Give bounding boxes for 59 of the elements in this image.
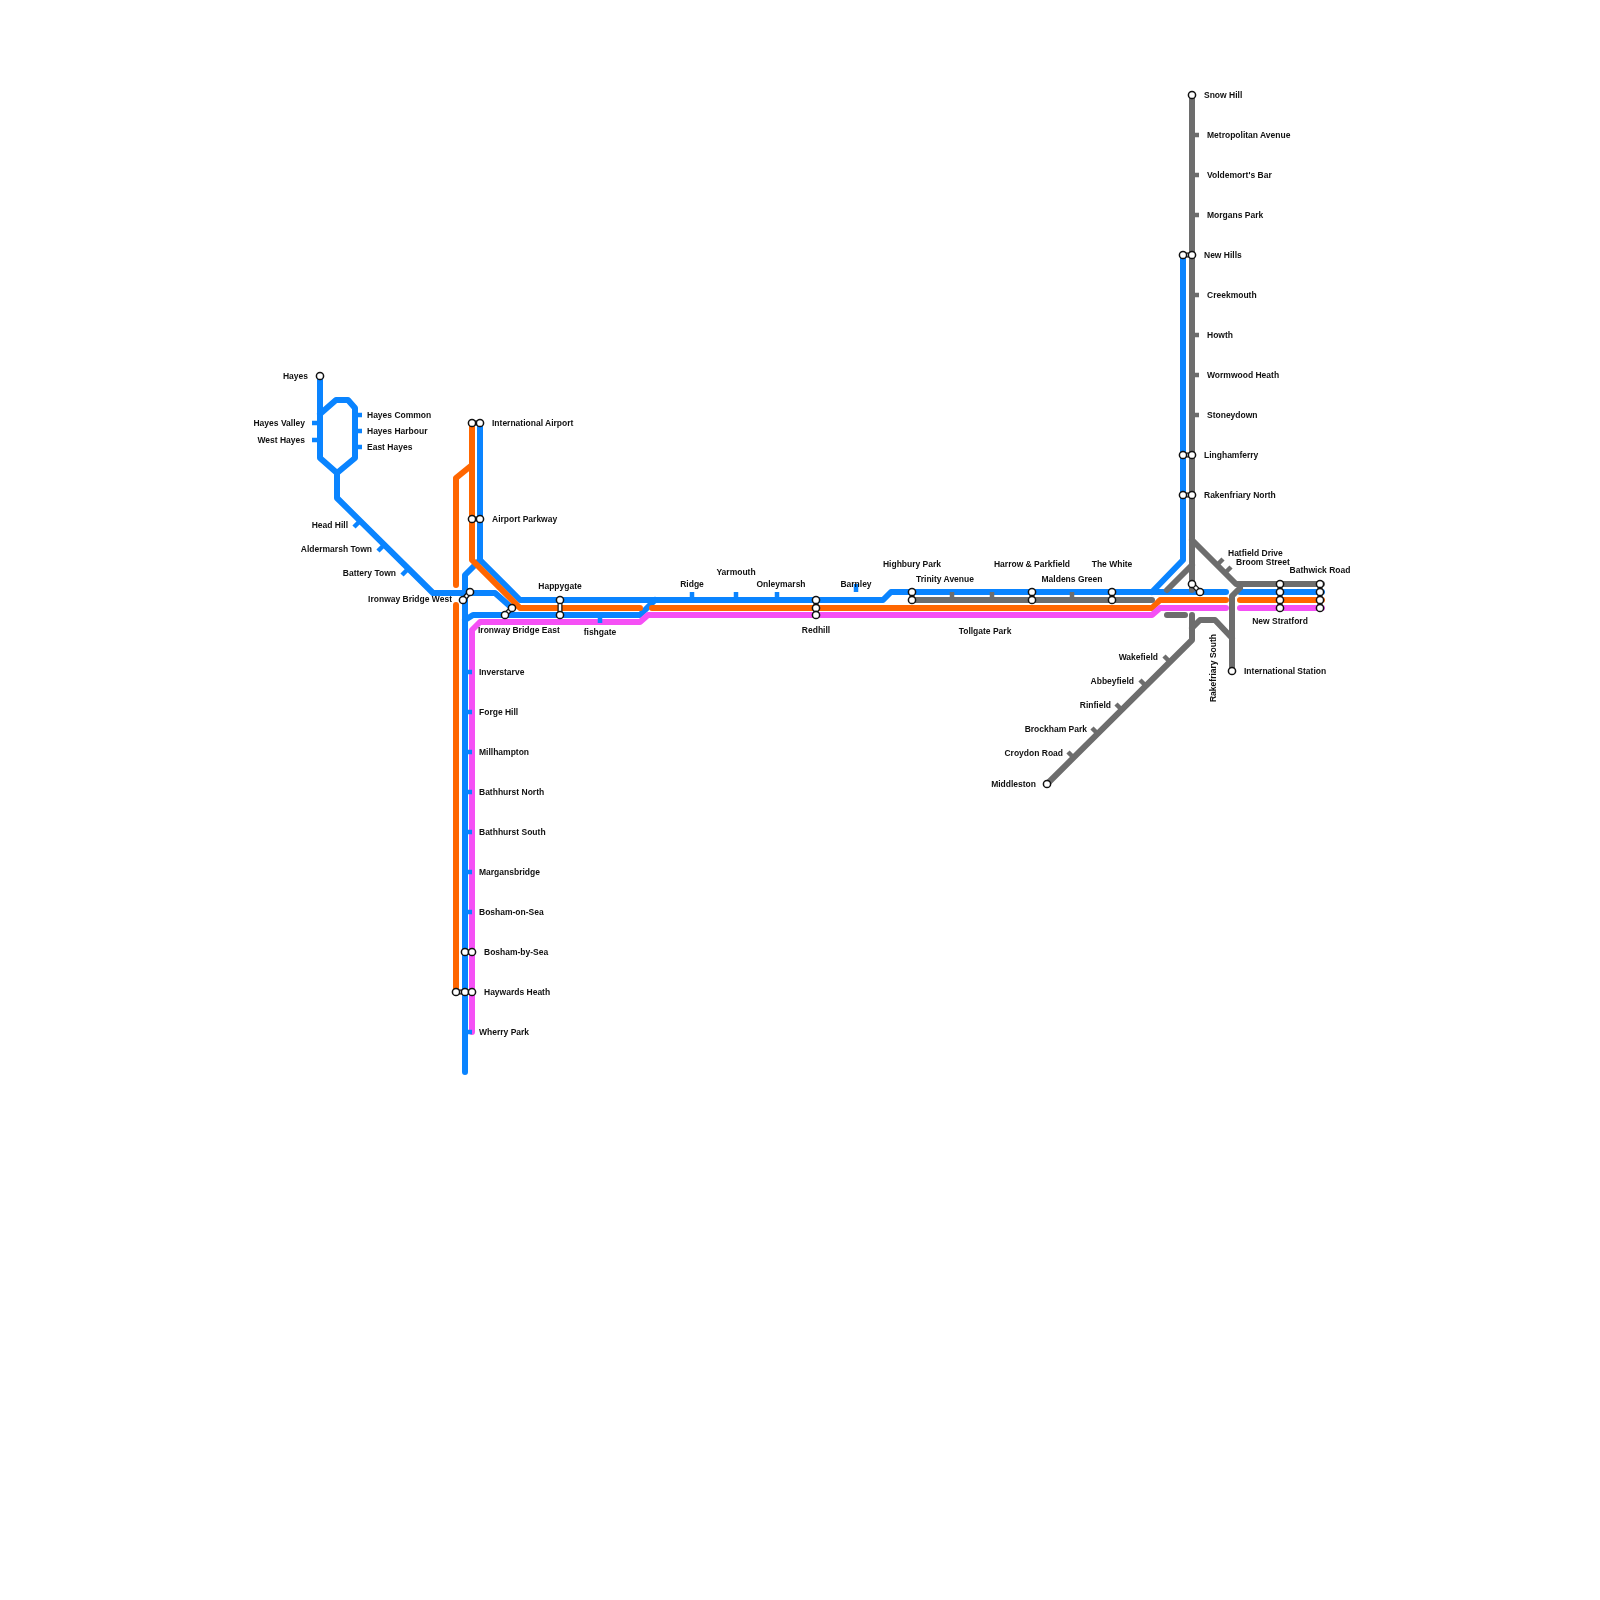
station-name: Snow Hill	[1204, 90, 1243, 100]
station-name: Bosham-by-Sea	[484, 947, 549, 957]
station-name: Tollgate Park	[958, 626, 1012, 636]
station-name: Onleymarsh	[756, 579, 806, 589]
station-name: Rakefriary South	[1208, 634, 1218, 702]
station-name: Ironway Bridge West	[368, 594, 452, 604]
station-name: Aldermarsh Town	[300, 544, 372, 554]
station-name: Stoneydown	[1207, 410, 1258, 420]
station-name: Rinfield	[1079, 700, 1111, 710]
station-name: Trinity Avenue	[916, 574, 974, 584]
station-name: East Hayes	[367, 442, 413, 452]
station-name: Battery Town	[342, 568, 396, 578]
station-name: Redhill	[801, 625, 831, 635]
station-name: International Station	[1244, 666, 1327, 676]
station-name: Millhampton	[479, 747, 530, 757]
station-name: West Hayes	[257, 435, 305, 445]
station-name: Broom Street	[1236, 557, 1290, 567]
station-name: Hayes	[282, 371, 308, 381]
station-name: Middleston	[991, 779, 1036, 789]
station-name: Hatfield Drive	[1228, 548, 1283, 558]
station-name: Airport Parkway	[492, 514, 558, 524]
station-name: fishgate	[583, 627, 617, 637]
station-name: Happygate	[538, 581, 582, 591]
station-name: Margansbridge	[479, 867, 540, 877]
station-name: Maldens Green	[1041, 574, 1103, 584]
station-name: Highbury Park	[882, 559, 942, 569]
station-name: Wormwood Heath	[1207, 370, 1280, 380]
station-name: Voldemort's Bar	[1207, 170, 1272, 180]
station-name: Inverstarve	[479, 667, 525, 677]
station-name: International Airport	[492, 418, 574, 428]
station-name: Rakenfriary North	[1204, 490, 1276, 500]
station-name: Yarmouth	[716, 567, 756, 577]
station-name: Bathhurst North	[479, 787, 545, 797]
station-name: Croydon Road	[1004, 748, 1063, 758]
station-name: Morgans Park	[1207, 210, 1264, 220]
station-name: Hayes Harbour	[367, 426, 428, 436]
station-name: Metropolitan Avenue	[1207, 130, 1291, 140]
station-name: New Hills	[1204, 250, 1242, 260]
station-name: Wakefield	[1118, 652, 1158, 662]
station-name: Hayes Valley	[253, 418, 305, 428]
station-name: Harrow & Parkfield	[993, 559, 1071, 569]
station-name: Linghamferry	[1204, 450, 1259, 460]
station-name: Abbeyfield	[1090, 676, 1134, 686]
station-name: Barnley	[840, 579, 872, 589]
station-name: Howth	[1207, 330, 1233, 340]
station-name: The White	[1091, 559, 1133, 569]
station-name: Hayes Common	[367, 410, 432, 420]
station-name: Wherry Park	[479, 1027, 530, 1037]
station-name: Bosham-on-Sea	[479, 907, 544, 917]
station-name: Haywards Heath	[484, 987, 551, 997]
station-name: New Stratford	[1252, 616, 1308, 626]
station-name: Brockham Park	[1024, 724, 1087, 734]
station-name: Ridge	[680, 579, 704, 589]
station-name: Forge Hill	[479, 707, 519, 717]
station-name: Creekmouth	[1207, 290, 1257, 300]
station-name: Bathwick Road	[1289, 565, 1351, 575]
station-name: Head Hill	[311, 520, 348, 530]
station-name: Bathhurst South	[479, 827, 546, 837]
station-name: Ironway Bridge East	[478, 625, 560, 635]
